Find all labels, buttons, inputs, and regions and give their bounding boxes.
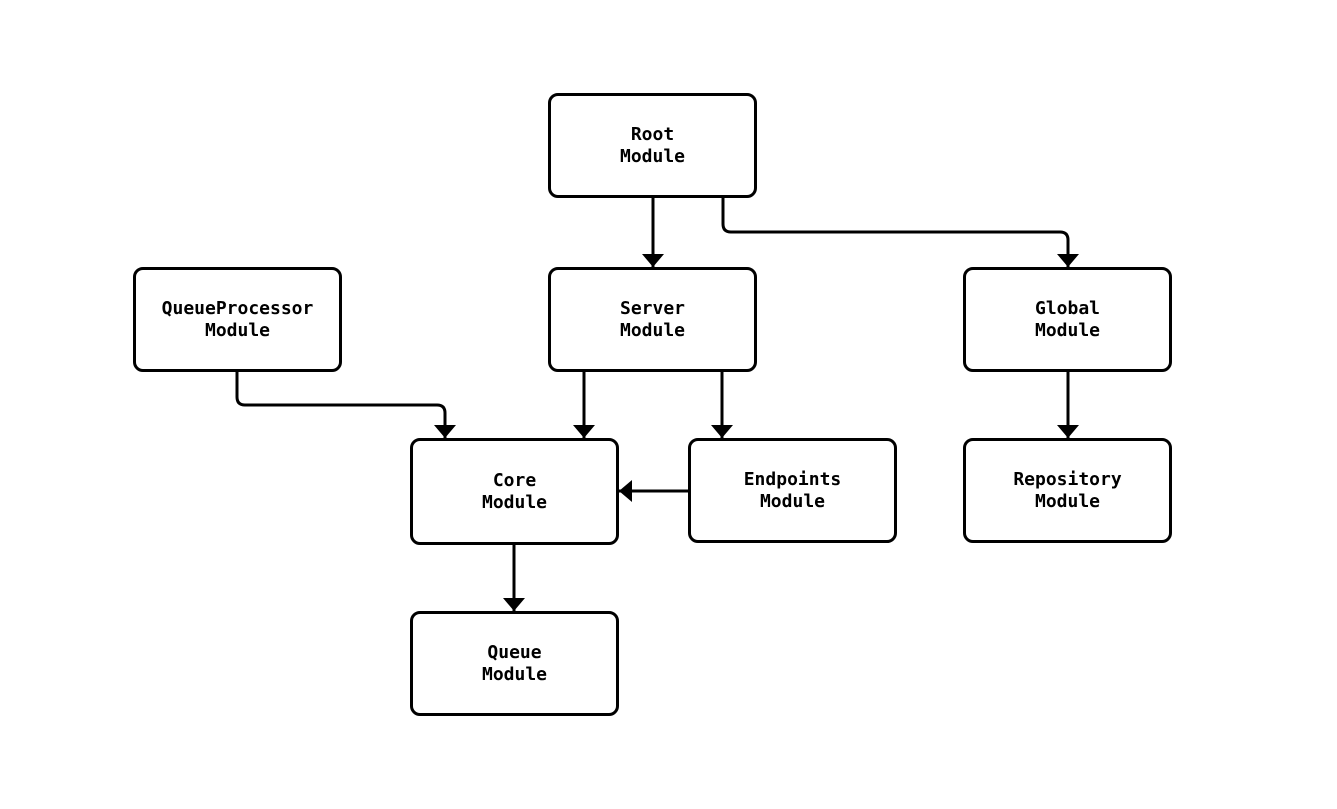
node-core-module-label: Core Module (481, 469, 548, 513)
node-core-module: Core Module (410, 438, 619, 545)
node-root-module-label: Root Module (619, 123, 686, 167)
node-queueprocessor-module: QueueProcessor Module (133, 267, 342, 372)
node-repository-module: Repository Module (963, 438, 1172, 543)
node-queue-module: Queue Module (410, 611, 619, 716)
edge-root-to-global (721, 198, 1079, 267)
node-server-module: Server Module (548, 267, 757, 372)
node-queue-module-label: Queue Module (481, 641, 548, 685)
node-server-module-label: Server Module (619, 297, 686, 341)
node-repository-module-label: Repository Module (1013, 468, 1122, 512)
node-queueprocessor-module-label: QueueProcessor Module (161, 297, 314, 341)
edge-queueprocessor-to-core (235, 372, 456, 438)
node-global-module-label: Global Module (1034, 297, 1101, 341)
node-endpoints-module: Endpoints Module (688, 438, 897, 543)
node-root-module: Root Module (548, 93, 757, 198)
node-global-module: Global Module (963, 267, 1172, 372)
node-endpoints-module-label: Endpoints Module (743, 468, 842, 512)
